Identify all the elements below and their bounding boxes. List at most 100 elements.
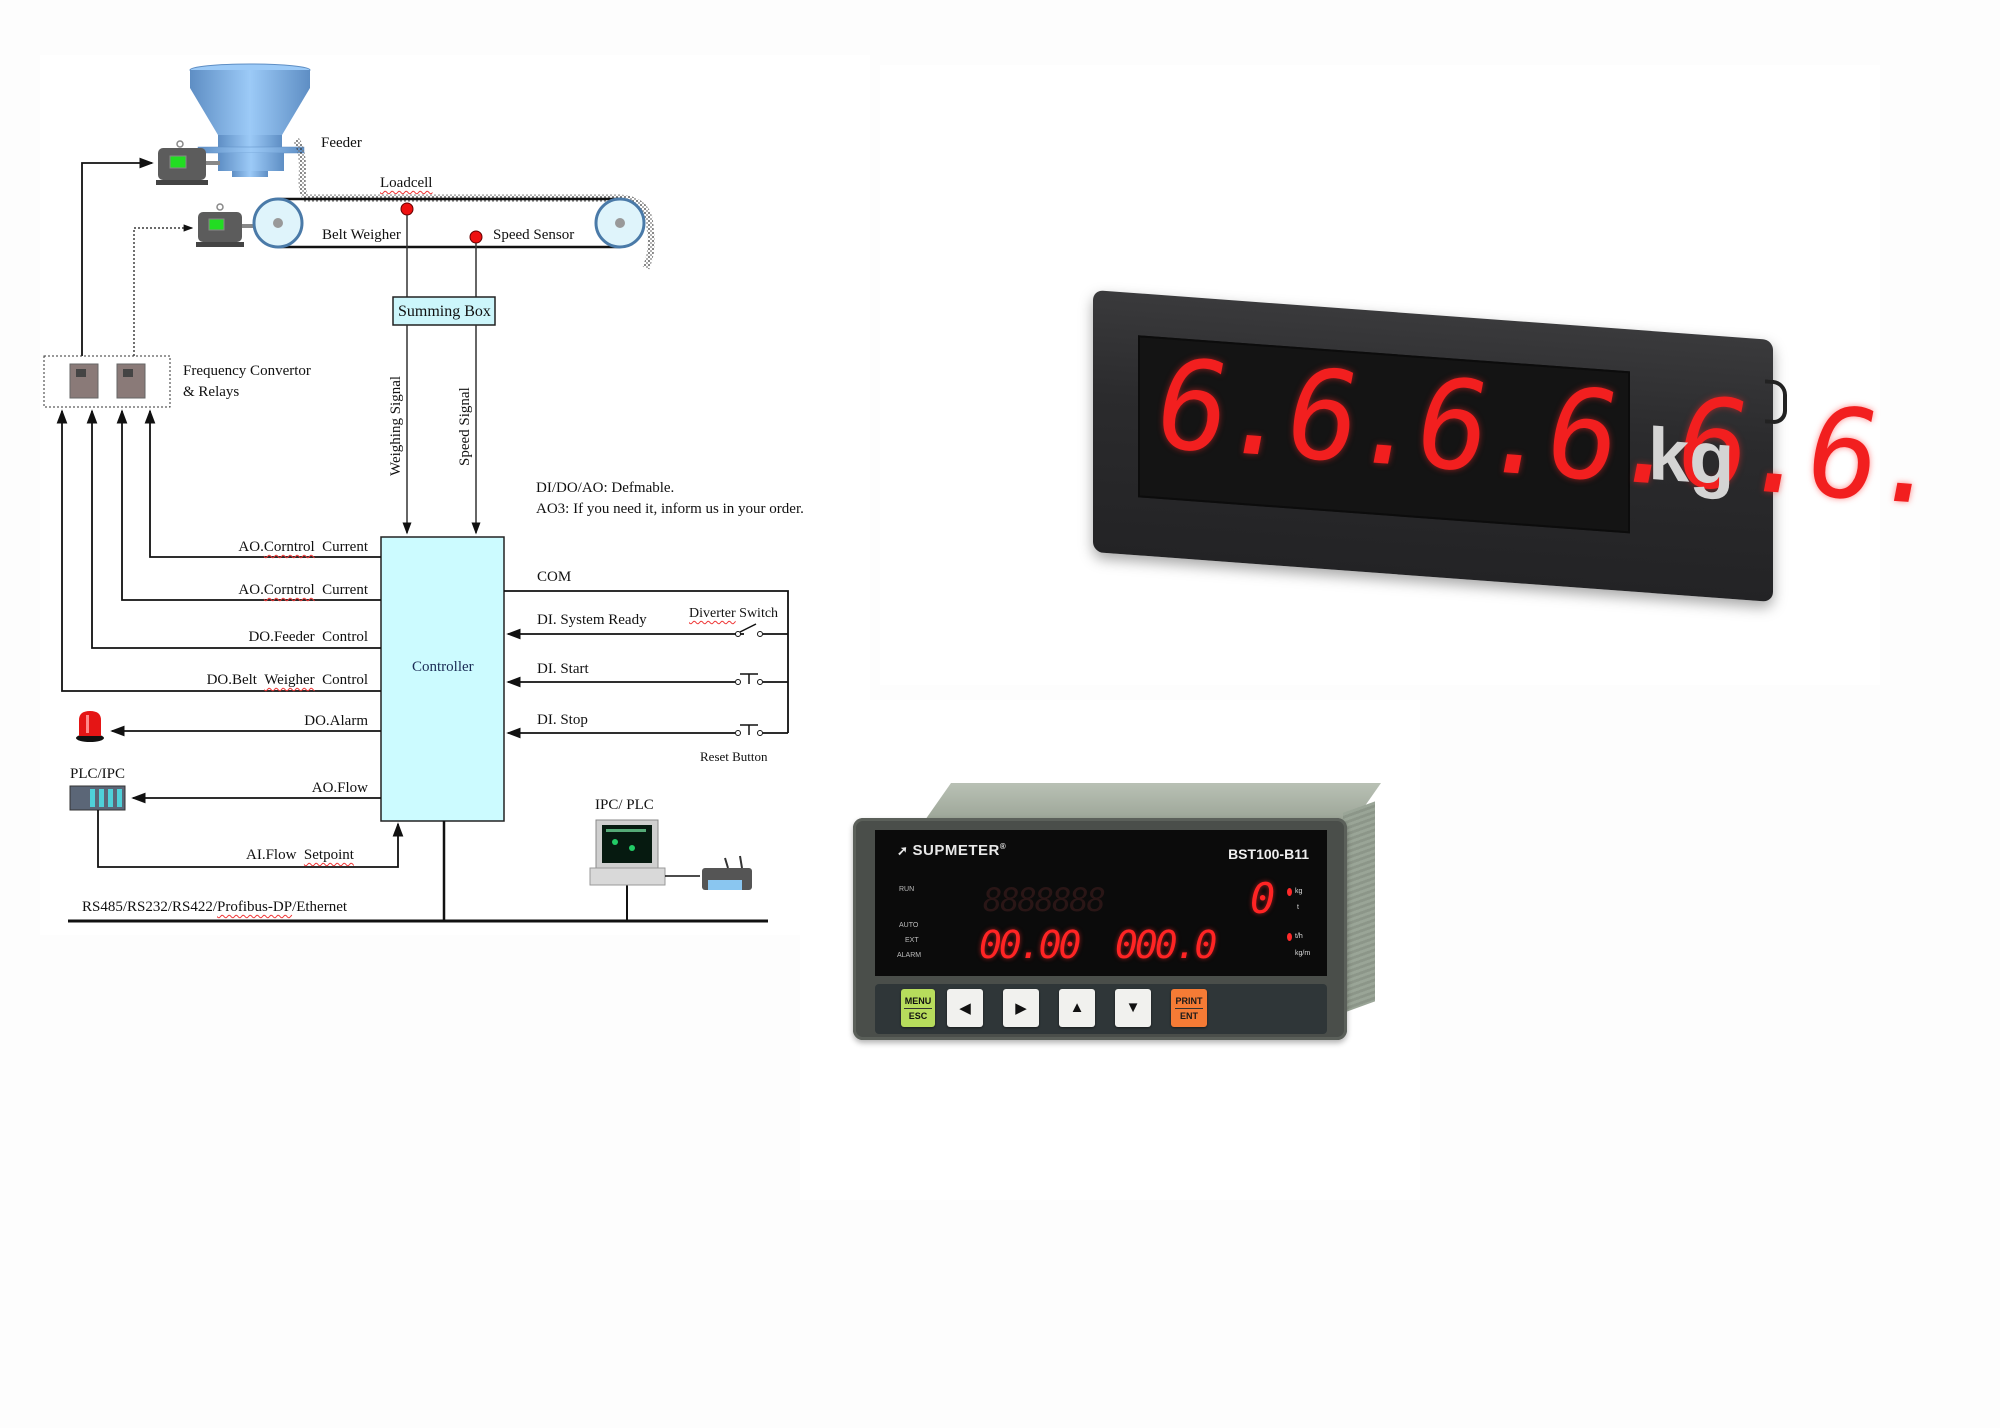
instrument-top [923,783,1382,823]
output-text: Weigher [264,672,315,688]
loadcell-text: Loadcell [380,175,433,191]
setpoint-text: Setpoint [303,847,354,863]
alarm-beacon-icon [76,711,104,742]
left-arrow-key[interactable]: ◀ [947,989,983,1027]
left-arrow-icon: ◀ [959,1000,971,1017]
summing-box [392,296,496,326]
brand-mark: ® [999,842,1007,851]
bus-text: Profibus-DP [217,899,293,915]
freq-convertor-box [43,355,171,408]
freq-line2: & Relays [183,384,240,400]
down-arrow-icon: ▼ [1125,999,1141,1016]
output-text: AO. [238,539,264,555]
diverter-switch-icon [735,623,763,637]
indicator-alarm: ALARM [897,952,922,959]
row2-unit-kgm: kg/m [1295,950,1311,957]
plc-rack-icon [69,785,126,811]
printer-icon [702,855,752,890]
esc-label: ESC [908,1010,928,1021]
instrument-side [1343,801,1375,1013]
freq-line1: Frequency Convertor [183,363,311,379]
output-label-ao-current-2: AO.Corntrol Current [238,583,368,598]
loadcell-label: Loadcell [380,176,432,191]
feeder-label: Feeder [321,135,362,151]
setpoint-text: AI.Flow [246,847,304,863]
keypad: MENU ESC ◀ ▶ ▲ ▼ PRINT ENT [875,984,1327,1034]
model-label: BST100-B11 [1228,846,1309,862]
brand-text: SUPMETER [912,842,1000,859]
output-text: Corntrol [263,539,315,555]
output-label-ao-flow: AO.Flow [311,780,368,796]
row1-unit-kg: kg [1295,888,1303,895]
indicator-auto: AUTO [899,922,919,929]
notes: DI/DO/AO: Defmable. AO3: If you need it,… [536,478,804,520]
di-system-ready-label: DI. System Ready [537,612,647,628]
output-label-do-feeder: DO.Feeder Control [248,629,368,645]
belt-motor-icon [196,203,254,247]
belt-conveyor [252,197,646,249]
bus-label: RS485/RS232/RS422/Profibus-DP/Ethernet [82,900,347,915]
di-stop-label: DI. Stop [537,712,588,728]
ent-label: ENT [1180,1010,1198,1021]
output-text: Control [314,672,368,688]
freq-convertor-label: Frequency Convertor & Relays [183,361,311,403]
key-divider [1174,1007,1204,1009]
speed-signal-label: Speed Signal [457,387,473,466]
brand-swoosh-icon: ➚ [897,843,913,858]
display-unit: kg [1648,411,1735,502]
print-ent-key[interactable]: PRINT ENT [1171,989,1207,1027]
print-label: PRINT [1175,995,1203,1006]
key-divider [904,1007,932,1009]
note-line2: AO3: If you need it, inform us in your o… [536,501,804,517]
belt-weigher-label: Belt Weigher [322,227,401,243]
display-housing: 6.6.6.6.6.6. kg [1093,290,1939,602]
output-label-ao-current-1: AO.Corntrol Current [238,540,368,555]
start-button-icon [735,673,763,685]
hopper-icon [189,63,311,177]
row1-dim-digits: 8888888 [983,881,1106,919]
output-text: Current [314,582,368,598]
output-text: Current [314,539,368,555]
di-start-label: DI. Start [537,661,589,677]
large-weight-display: 6.6.6.6.6.6. kg [1093,290,1939,602]
output-label-do-belt-weigher: DO.Belt Weigher Control [207,673,368,688]
controller-label: Controller [412,659,474,675]
output-text: AO. [238,582,264,598]
diverter-text: Switch [735,606,779,621]
indicator-ext: EXT [905,937,919,944]
diverter-text: Diverter [689,606,736,621]
speed-sensor-icon [469,230,483,244]
indicator-run: RUN [899,886,915,893]
controller-box [380,536,505,822]
up-arrow-key[interactable]: ▲ [1059,989,1095,1027]
bus-text: RS485/RS232/RS422/ [82,899,218,915]
output-text: DO.Belt [206,672,265,688]
row2-unit-th: t/h [1295,933,1303,940]
weighing-signal-label: Weighing Signal [388,375,404,476]
mount-bracket-icon [1765,379,1787,425]
menu-label: MENU [904,995,932,1006]
reset-button-label: Reset Button [700,749,768,764]
right-arrow-icon: ▶ [1015,1000,1027,1017]
note-line1: DI/DO/AO: Defmable. [536,480,675,496]
row1-unit-led [1287,888,1292,896]
ipc-plc-label: IPC/ PLC [595,797,654,813]
summing-box-label: Summing Box [398,303,491,320]
right-arrow-key[interactable]: ▶ [1003,989,1039,1027]
feeder-motor-icon [156,140,220,185]
brand-logo: ➚ SUPMETER® [897,842,1006,859]
freq-convertor-icon [69,363,146,399]
row2-group1: 00.00 [979,923,1081,967]
diverter-switch-label: Diverter Switch [689,607,778,621]
menu-esc-key[interactable]: MENU ESC [901,989,935,1027]
display-window: 6.6.6.6.6.6. [1138,331,1939,534]
speed-sensor-label: Speed Sensor [493,227,575,243]
loadcell-icon [400,202,414,216]
ipc-computer-icon [589,819,700,886]
instrument-screen: ➚ SUPMETER® BST100-B11 RUN AUTO EXT ALAR… [875,830,1327,976]
bus-text: /Ethernet [292,899,348,915]
setpoint-label: AI.Flow Setpoint [246,848,354,863]
down-arrow-key[interactable]: ▼ [1115,989,1151,1027]
up-arrow-icon: ▲ [1069,999,1085,1016]
